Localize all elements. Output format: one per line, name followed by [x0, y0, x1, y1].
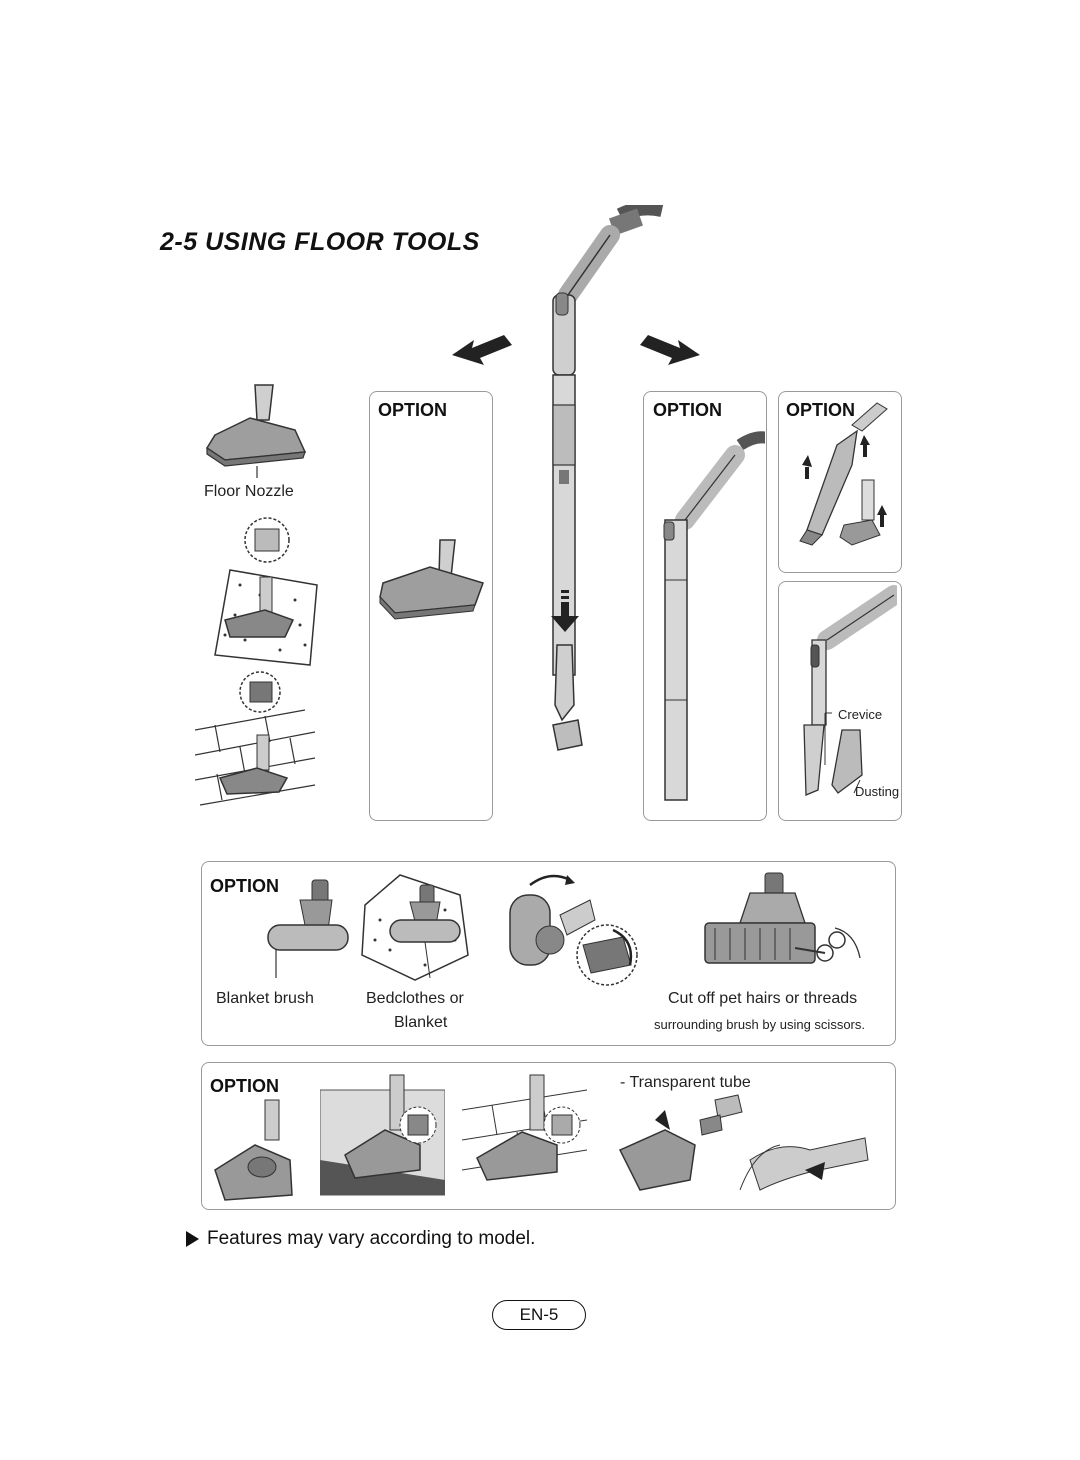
option-label: OPTION: [653, 400, 723, 420]
blanket-brush-illustration: [240, 870, 350, 985]
wand-illustration: [440, 205, 710, 765]
cut-off-label-line2: surrounding brush by using scissors.: [654, 1017, 865, 1032]
scissors-illustration: [695, 868, 865, 983]
transparent-tube-label: - Transparent tube: [620, 1074, 751, 1091]
cut-off-label-line1: Cut off pet hairs or threads: [668, 990, 858, 1007]
option-label: OPTION: [210, 876, 280, 896]
turbo-brush-illustration: [210, 1095, 300, 1205]
floor-nozzle-illustration: [195, 380, 325, 480]
nozzle-carpet-illustration: [205, 515, 325, 675]
page-title: 2-5 USING FLOOR TOOLS: [160, 228, 480, 256]
features-note-text: Features may vary according to model.: [207, 1228, 536, 1249]
page-number: EN-5: [492, 1300, 586, 1330]
blanket-brush-label: Blanket brush: [216, 990, 314, 1007]
floor-nozzle-label: Floor Nozzle: [204, 483, 294, 500]
crevice-label: Crevice: [838, 707, 883, 722]
alt-wand-illustration: [650, 430, 765, 810]
option-label: OPTION: [786, 400, 856, 420]
bedclothes-illustration: [360, 870, 470, 985]
bedclothes-label-line1: Bedclothes or: [366, 990, 464, 1007]
dusting-label: Dusting: [855, 784, 900, 799]
crevice-dusting-illustration: [782, 585, 897, 815]
bedclothes-label-line2: Blanket: [394, 1014, 448, 1031]
tool-assembly-illustration: [782, 395, 897, 565]
transparent-tube-illustration: [610, 1090, 880, 1205]
option-label: OPTION: [210, 1076, 280, 1096]
turbo-carpet-illustration: [320, 1070, 445, 1200]
brush-removal-illustration: [495, 865, 645, 995]
turbo-floor-illustration: [462, 1070, 587, 1200]
nozzle-floor-illustration: [195, 670, 325, 825]
option-label: OPTION: [378, 400, 448, 420]
features-note: Features may vary according to model.: [186, 1228, 535, 1250]
play-triangle-icon: [186, 1231, 199, 1247]
option-panel-wand: [643, 391, 767, 821]
alt-nozzle-illustration: [375, 535, 490, 625]
